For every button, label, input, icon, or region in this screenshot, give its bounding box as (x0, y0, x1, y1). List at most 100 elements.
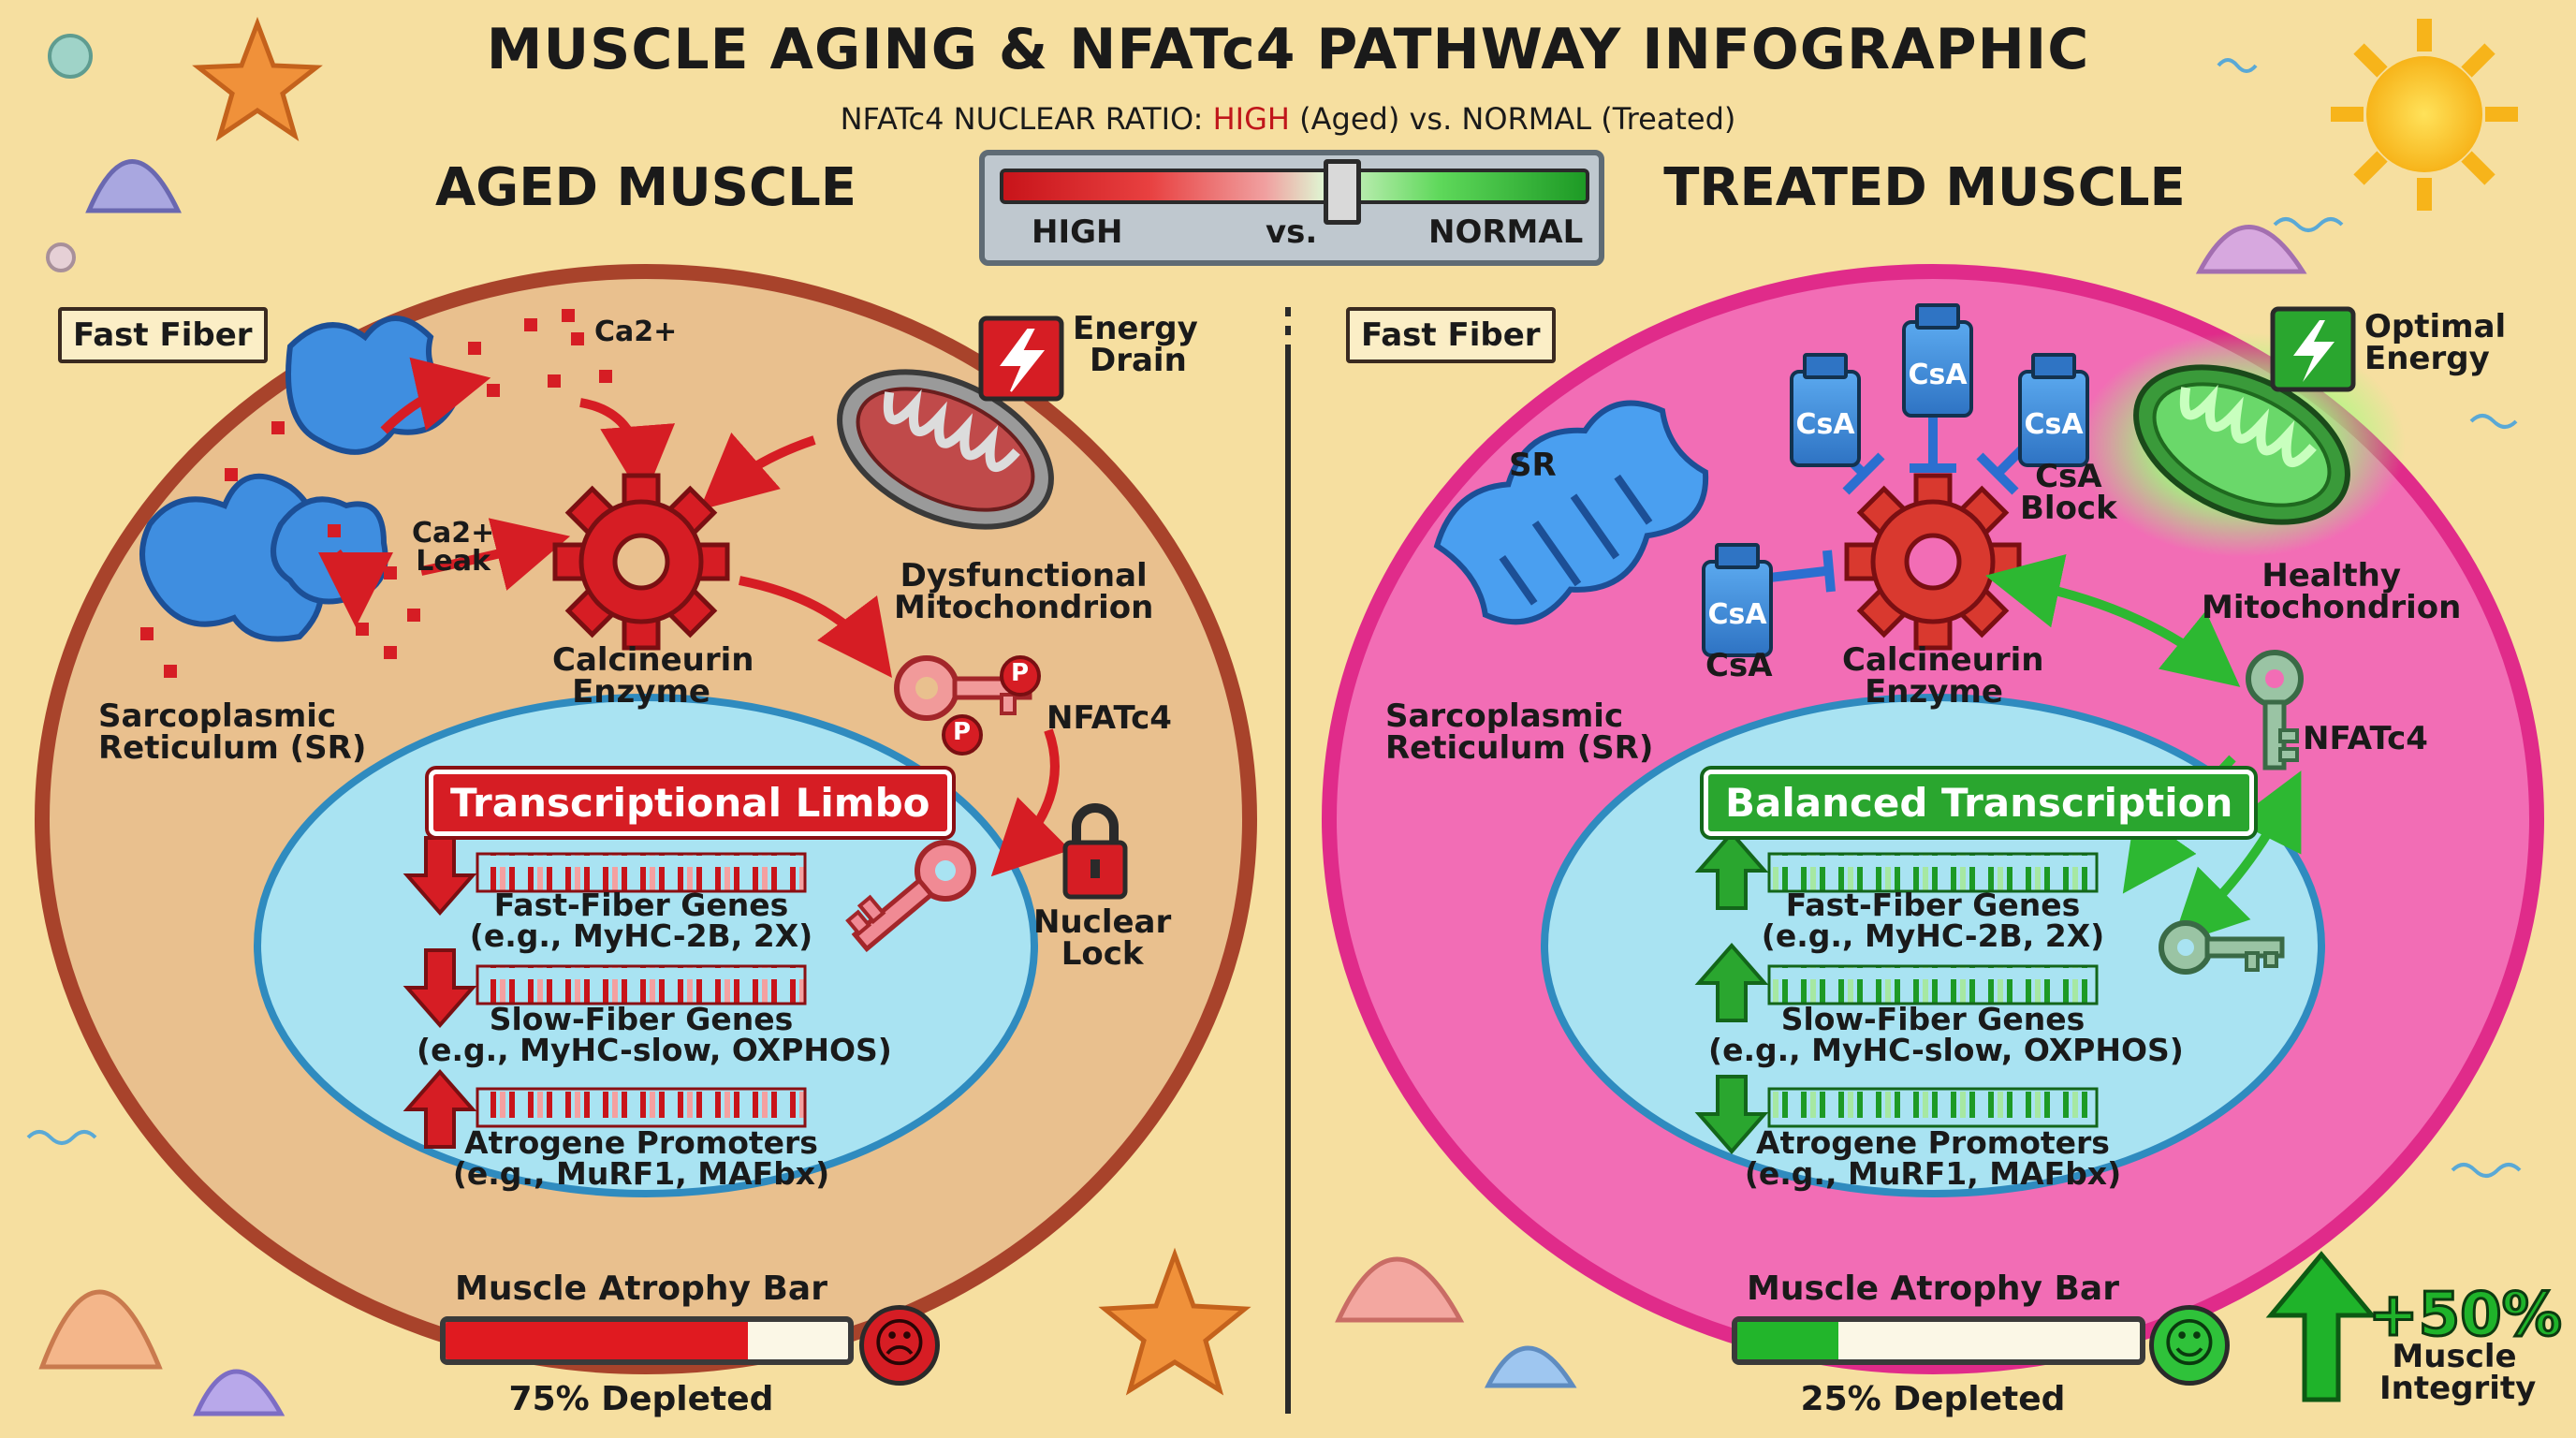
gene-label: Atrogene Promoters (e.g., MuRF1, MAFbx) (417, 1127, 866, 1189)
subtitle-prefix: NFATc4 NUCLEAR RATIO: (840, 101, 1204, 137)
gene-name: Atrogene Promoters (464, 1124, 818, 1161)
down-arrow-icon (402, 836, 477, 917)
gene-label: Atrogene Promoters (e.g., MuRF1, MAFbx) (1708, 1127, 2158, 1189)
down-arrow-icon (402, 948, 477, 1029)
atrophy-bar (1732, 1316, 2145, 1365)
mito-line2: Mitochondrion (894, 589, 1154, 626)
calcium-leak-line1: Ca2+ (412, 517, 495, 550)
calcium-ion-icon (140, 309, 612, 678)
dysfunctional-mitochondrion-label: Dysfunctional Mitochondrion (894, 560, 1153, 624)
gene-example: (e.g., MyHC-slow, OXPHOS) (417, 1032, 892, 1068)
integrity-line1: Muscle (2392, 1338, 2517, 1375)
treated-heading: TREATED MUSCLE (1663, 157, 2186, 218)
csa-vial-icon: CsA (1902, 303, 1973, 418)
seashell-icon (1335, 1256, 1465, 1323)
gene-name: Atrogene Promoters (1756, 1124, 2110, 1161)
mito-line1: Healthy (2261, 557, 2402, 594)
gene-example: (e.g., MuRF1, MAFbx) (1744, 1155, 2122, 1192)
sr-short-label: SR (1509, 447, 1557, 484)
seashell-icon (193, 1369, 285, 1416)
nfatc4-ratio-meter: HIGH vs. NORMAL (979, 150, 1604, 266)
gene-name: Slow-Fiber Genes (1780, 1001, 2086, 1037)
gene-example: (e.g., MuRF1, MAFbx) (452, 1155, 830, 1192)
mito-line2: Mitochondrion (2202, 589, 2462, 626)
up-arrow-icon (1694, 942, 1769, 1022)
atrophy-bar-label: Muscle Atrophy Bar (1747, 1269, 2119, 1308)
sad-face-icon: ☹ (859, 1305, 940, 1386)
seashell-icon (85, 159, 182, 213)
gene-label: Slow-Fiber Genes (e.g., MyHC-slow, OXPHO… (417, 1001, 892, 1068)
subtitle-high: HIGH (1212, 101, 1290, 137)
dna-strand (476, 852, 807, 893)
fiber-tag: Fast Fiber (58, 307, 268, 363)
csa-vial-icon: CsA (1790, 353, 1861, 467)
csa-block-label: CsA Block (2020, 461, 2117, 524)
aged-heading: AGED MUSCLE (434, 157, 857, 218)
optimal-energy-label: Optimal Energy (2364, 311, 2506, 374)
enzyme-line2: Enzyme (572, 673, 710, 711)
optimal-energy-line2: Energy (2364, 340, 2490, 377)
integrity-line2: Integrity (2379, 1370, 2537, 1407)
meter-high-label: HIGH (1032, 213, 1123, 251)
atrophy-percent: 75% Depleted (508, 1380, 774, 1418)
csa-block-line2: Block (2020, 490, 2117, 527)
csa-vial-icon: CsA (2018, 353, 2089, 467)
dna-strand (476, 964, 807, 1005)
gene-label: Fast-Fiber Genes (e.g., MyHC-2B, 2X) (1708, 889, 2158, 951)
subtitle-suffix: (Aged) vs. NORMAL (Treated) (1299, 101, 1736, 137)
calcineurin-gear-icon (1844, 473, 2022, 651)
meter-knob (1323, 159, 1361, 225)
enzyme-line2: Enzyme (1865, 673, 2003, 711)
healthy-mitochondrion-label: Healthy Mitochondrion (2202, 560, 2461, 624)
csa-block-line1: CsA (2035, 458, 2102, 495)
optimal-energy-line1: Optimal (2364, 308, 2507, 345)
meter-vs-label: vs. (1266, 213, 1318, 251)
nfatc4-key-icon (2246, 650, 2304, 770)
up-arrow-icon (1694, 829, 1769, 910)
gene-example: (e.g., MyHC-2B, 2X) (1761, 917, 2105, 954)
nuclear-lock-label: Nuclear Lock (1033, 906, 1171, 970)
calcineurin-label: Calcineurin Enzyme (552, 644, 754, 711)
seashell-icon (2195, 225, 2307, 274)
pathway-arrows (317, 357, 1071, 877)
energy-drain-line1: Energy (1073, 310, 1198, 347)
dna-strand (1767, 852, 2099, 893)
nfatc4-label: NFATc4 (2303, 720, 2428, 757)
gene-name: Fast-Fiber Genes (493, 887, 789, 923)
integrity-up-arrow-icon (2265, 1251, 2378, 1402)
dna-strand (1767, 1087, 2099, 1128)
lock-line1: Nuclear (1033, 903, 1172, 941)
nfatc4-key-icon (845, 840, 976, 953)
wave-icon (26, 58, 2522, 1178)
nfatc4-label: NFATc4 (1046, 699, 1172, 737)
atrophy-bar (440, 1316, 854, 1365)
transcriptional-limbo-banner: Transcriptional Limbo (429, 770, 952, 836)
sun-icon (2331, 19, 2518, 211)
dna-strand (476, 1087, 807, 1128)
energy-drain-line2: Drain (1090, 342, 1187, 379)
seashell-icon (38, 1289, 163, 1370)
nfatc4-key-icon (2159, 920, 2285, 975)
sr-line1: Sarcoplasmic (1385, 697, 1624, 735)
dna-strand (1767, 964, 2099, 1005)
gene-example: (e.g., MyHC-slow, OXPHOS) (1708, 1032, 2184, 1068)
csa-label: CsA (1705, 647, 1773, 684)
atrophy-bar-fill (1737, 1322, 1838, 1359)
meter-normal-label: NORMAL (1428, 213, 1584, 251)
nfatc4-key-phosphorylated-icon (894, 655, 1041, 756)
sr-line1: Sarcoplasmic (98, 697, 337, 735)
up-arrow-icon (402, 1068, 477, 1149)
integrity-value: +50% (2367, 1280, 2564, 1352)
fiber-tag: Fast Fiber (1346, 307, 1556, 363)
atrophy-bar-label: Muscle Atrophy Bar (455, 1269, 827, 1308)
sr-label: Sarcoplasmic Reticulum (SR) (98, 697, 367, 767)
sr-line2: Reticulum (SR) (98, 729, 367, 767)
balanced-transcription-banner: Balanced Transcription (1704, 770, 2255, 836)
healthy-mitochondrion-icon (2133, 364, 2350, 525)
meter-track (1000, 169, 1589, 204)
gene-example: (e.g., MyHC-2B, 2X) (469, 917, 813, 954)
gene-name: Slow-Fiber Genes (489, 1001, 794, 1037)
happy-face-icon: ☺ (2149, 1305, 2230, 1386)
phospho-badge: P (953, 718, 972, 746)
calcium-leak-line2: Leak (416, 545, 490, 578)
